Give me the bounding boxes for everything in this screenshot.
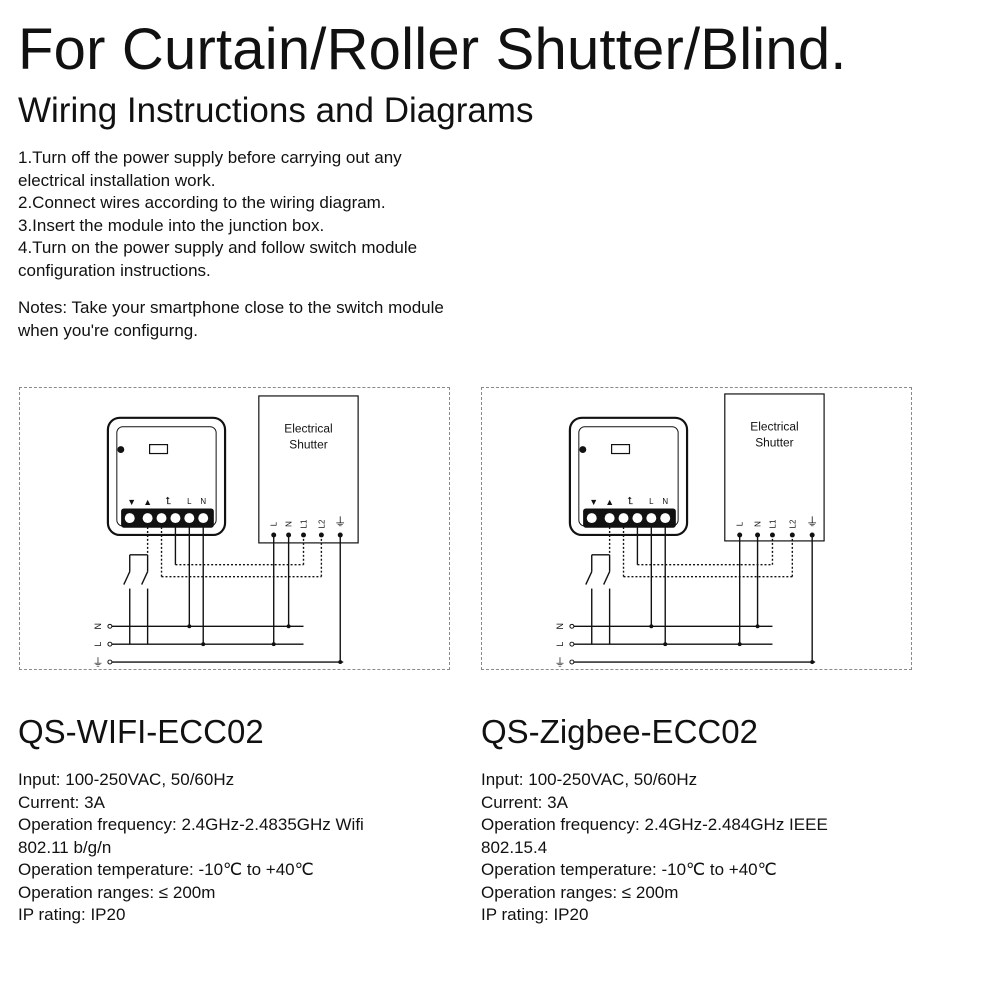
instruction-steps: 1.Turn off the power supply before carry… (18, 147, 518, 282)
device-terminal-label: L2 (788, 519, 797, 528)
wiring-diagram-svg: Electrical Shutter ▼ ▲ ⮤ L N L N L1 L2 ⏚… (93, 395, 359, 669)
wiring-diagram-zigbee: Electrical Shutter ▼ ▲ ⮤ L N L N L1 L2 ⏚… (481, 387, 912, 670)
switch-module (106, 416, 227, 537)
spec-line: Operation temperature: -10℃ to +40℃ (18, 860, 314, 879)
instruction-line: 3.Insert the module into the junction bo… (18, 215, 325, 235)
module-terminal-label: N (662, 497, 668, 506)
module-terminal-label: L (649, 497, 654, 506)
device-terminal-label: ⏚ (806, 515, 818, 529)
spec-line: IP rating: IP20 (481, 905, 589, 924)
instruction-line: configuration instructions. (18, 260, 211, 280)
device-terminal-label: L (270, 521, 279, 526)
device-label-line2: Shutter (755, 436, 793, 450)
spec-line: Operation ranges: ≤ 200m (18, 882, 216, 902)
model-name-wifi: QS-WIFI-ECC02 (18, 713, 264, 750)
spec-line: Current: 3A (481, 792, 568, 812)
device-terminal-label: L (736, 521, 745, 526)
spec-line: Operation frequency: 2.4GHz-2.4835GHz Wi… (18, 815, 364, 834)
module-terminal-label: ⮤ (166, 496, 172, 507)
spec-line: Current: 3A (18, 792, 105, 812)
supply-line-label: ⏚ (93, 656, 104, 669)
module-terminal-label: L (187, 497, 192, 506)
instruction-line: 4.Turn on the power supply and follow sw… (18, 238, 418, 257)
device-label-line1: Electrical (750, 420, 798, 434)
switch-module (568, 416, 689, 537)
wiring-diagram-svg: Electrical Shutter ▼ ▲ ⮤ L N L N L1 L2 ⏚… (555, 393, 825, 669)
supply-line-label: L (93, 642, 103, 647)
supply-line-label: ⏚ (555, 656, 566, 669)
spec-line: Operation temperature: -10℃ to +40℃ (481, 860, 777, 879)
device-terminal-label: ⏚ (334, 515, 346, 529)
instruction-line: 2.Connect wires according to the wiring … (18, 193, 386, 212)
electrical-shutter-box (724, 393, 825, 542)
module-terminal-label: N (200, 497, 206, 506)
module-terminal-label: ▲ (605, 497, 614, 507)
model-name-zigbee: QS-Zigbee-ECC02 (481, 713, 758, 750)
page-title: For Curtain/Roller Shutter/Blind. (18, 17, 847, 82)
electrical-shutter-box (258, 395, 359, 544)
module-terminal-label: ▼ (589, 497, 598, 507)
notes-line: Notes: Take your smartphone close to the… (18, 298, 444, 317)
notes: Notes: Take your smartphone close to the… (18, 297, 538, 342)
spec-line: Input: 100-250VAC, 50/60Hz (18, 770, 235, 789)
specs-zigbee: Input: 100-250VAC, 50/60Hz Current: 3A O… (481, 769, 941, 927)
device-terminal-label: L1 (768, 519, 777, 528)
instruction-line: electrical installation work. (18, 170, 216, 190)
page-subtitle: Wiring Instructions and Diagrams (18, 91, 534, 130)
spec-line: Operation frequency: 2.4GHz-2.484GHz IEE… (481, 815, 828, 834)
module-terminal-label: ⮤ (628, 496, 634, 507)
device-label-line2: Shutter (289, 438, 327, 452)
notes-line: when you're configurng. (18, 320, 198, 340)
supply-line-label: L (555, 642, 565, 647)
supply-line-label: N (555, 623, 565, 629)
device-terminal-label: L2 (317, 519, 326, 528)
wiring-diagram-wifi: Electrical Shutter ▼ ▲ ⮤ L N L N L1 L2 ⏚… (19, 387, 450, 670)
spec-line: 802.11 b/g/n (18, 837, 112, 857)
device-label-line1: Electrical (284, 422, 332, 436)
device-terminal-label: N (754, 521, 763, 527)
status-led-bar (611, 444, 631, 455)
specs-wifi: Input: 100-250VAC, 50/60Hz Current: 3A O… (18, 769, 478, 927)
module-terminal-label: ▼ (127, 497, 136, 507)
module-terminal-label: ▲ (143, 497, 152, 507)
spec-line: 802.15.4 (481, 837, 548, 857)
status-led-bar (149, 444, 169, 455)
spec-line: Operation ranges: ≤ 200m (481, 882, 679, 902)
instruction-line: 1.Turn off the power supply before carry… (18, 148, 402, 167)
supply-line-label: N (93, 623, 103, 629)
device-terminal-label: N (285, 521, 294, 527)
spec-line: IP rating: IP20 (18, 905, 126, 924)
spec-line: Input: 100-250VAC, 50/60Hz (481, 770, 698, 789)
device-terminal-label: L1 (299, 519, 308, 528)
